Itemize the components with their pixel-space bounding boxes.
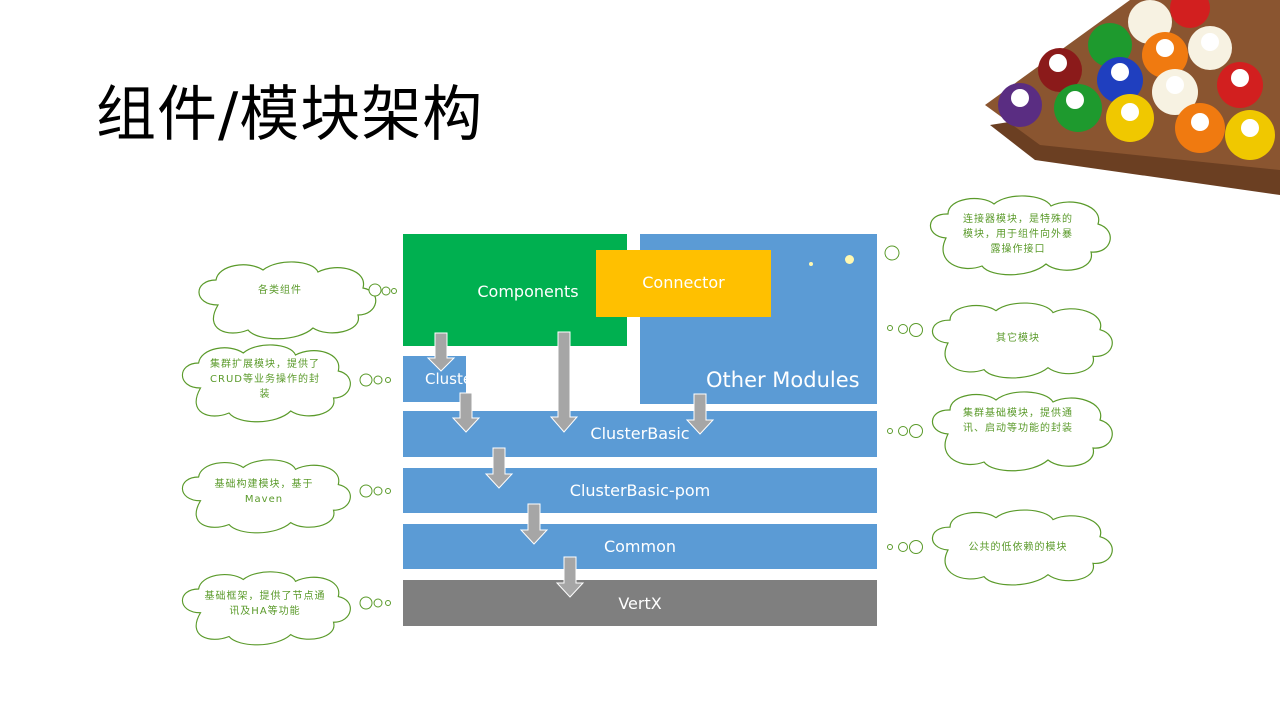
cluster-basic-pom-label: ClusterBasic-pom <box>569 481 711 500</box>
connector-block: Connector <box>596 250 771 317</box>
cluster-basic-label: ClusterBasic <box>590 423 690 443</box>
dot-large <box>845 255 854 264</box>
common-block: Common <box>403 524 877 569</box>
arrow-down <box>426 332 456 372</box>
note-common: 公共的低依赖的模块 <box>968 542 1068 553</box>
arrow-down <box>484 447 514 489</box>
vertx-label: VertX <box>618 593 662 613</box>
note-maven: 基础构建模块，基于Maven <box>214 479 314 505</box>
note-cluster-basic: 集群基础模块，提供通讯、启动等功能的封装 <box>963 408 1073 434</box>
other-modules-label: Other Modules <box>706 368 860 392</box>
cloud-components <box>198 261 377 340</box>
dot-small <box>809 262 813 266</box>
arrow-down <box>555 556 585 598</box>
note-components: 各类组件 <box>258 285 302 296</box>
components-label: Components <box>477 281 579 301</box>
components-block: Components <box>403 234 627 346</box>
arrow-down <box>451 392 481 433</box>
note-cluster-ext: 集群扩展模块，提供了CRUD等业务操作的封装 <box>210 359 320 400</box>
note-vertx: 基础框架，提供了节点通讯及HA等功能 <box>204 591 326 617</box>
arrow-down <box>685 393 715 435</box>
connector-label: Connector <box>642 273 725 292</box>
arrow-down <box>519 503 549 545</box>
common-label: Common <box>603 537 677 556</box>
arrow-down <box>549 331 579 433</box>
cluster-basic-block: ClusterBasic <box>403 411 877 457</box>
cluster-basic-pom-block: ClusterBasic-pom <box>403 468 877 513</box>
page-title: 组件/模块架构 <box>96 80 484 150</box>
cluster-ext-label: ClusterExt <box>425 370 503 388</box>
note-other: 其它模块 <box>996 333 1040 344</box>
note-connector: 连接器模块，是特殊的模块，用于组件向外暴露操作接口 <box>963 214 1073 255</box>
vertx-block: VertX <box>403 580 877 626</box>
